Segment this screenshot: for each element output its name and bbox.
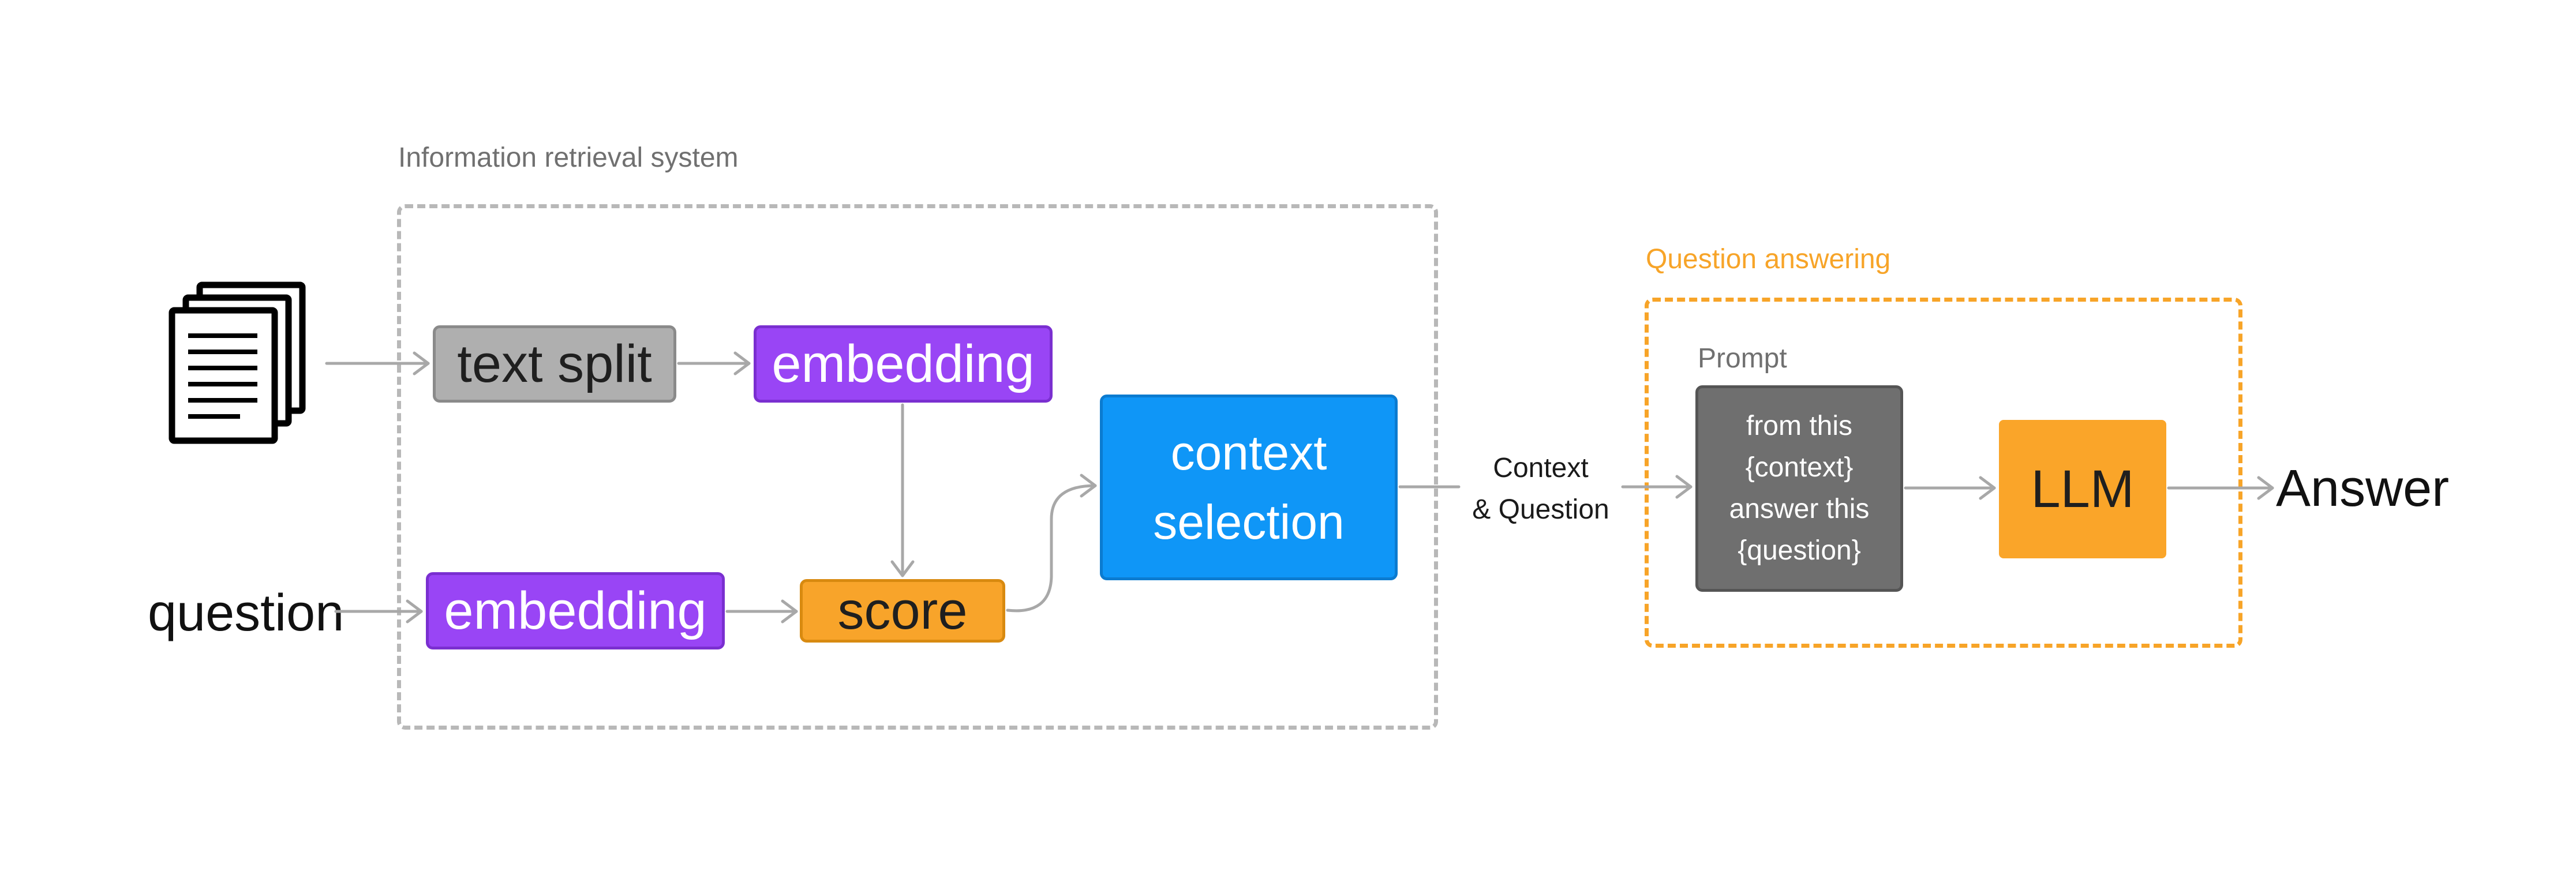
prompt-node: from this {context} answer this {questio… [1695,385,1903,592]
embedding-label-documents: embedding [772,334,1035,393]
embedding-label-question: embedding [444,581,707,640]
embedding-node-documents: embedding [754,325,1053,403]
score-label: score [837,581,968,640]
qa-group-title: Question answering [1646,244,1891,275]
embedding-node-question: embedding [426,572,725,649]
context-selection-line1: context [1170,426,1327,480]
context-selection-node: context selection [1100,395,1398,580]
documents-stack-icon [167,280,313,450]
prompt-label: Prompt [1698,343,1787,374]
prompt-line: {context} [1745,452,1854,483]
answer-output-label: Answer [2276,460,2450,517]
score-node: score [800,579,1005,643]
context-selection-line2: selection [1153,495,1345,549]
edge-label-line1: Context [1493,453,1589,483]
text-split-node: text split [433,325,676,403]
retrieval-group-box [397,204,1438,730]
edge-label-line2: & Question [1472,494,1609,525]
retrieval-group-title: Information retrieval system [398,142,739,173]
prompt-line: {question} [1738,535,1861,566]
llm-node: LLM [1999,420,2166,558]
qa-group-box [1645,298,2242,648]
llm-label: LLM [2031,459,2135,519]
context-question-edge-label: Context & Question [1460,448,1622,531]
text-split-label: text split [457,334,652,393]
prompt-line: from this [1746,411,1853,441]
prompt-line: answer this [1729,494,1870,524]
question-input-label: question [148,584,345,642]
